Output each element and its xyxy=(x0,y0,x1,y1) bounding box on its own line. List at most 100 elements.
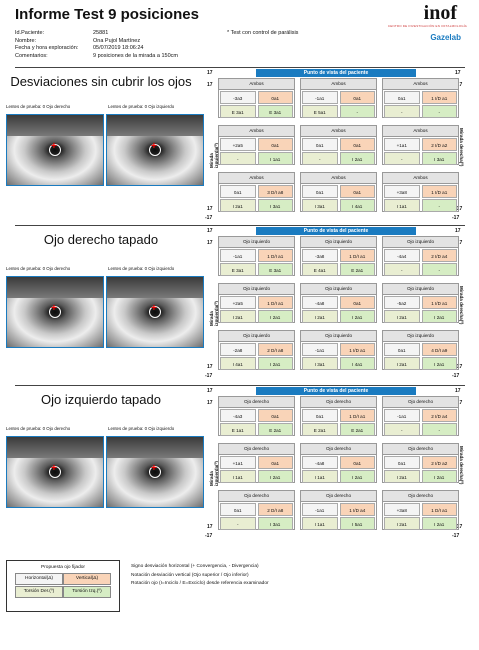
legend-torsion-izq: Torsión Izq.(º) xyxy=(63,586,111,598)
torsion-der-value: E 1a1 xyxy=(220,423,256,436)
corner-bottom-neg-right: -17 xyxy=(452,533,460,539)
horizontal-value: -1a1 xyxy=(220,249,256,262)
horizontal-value: -2a8 xyxy=(220,343,256,356)
section-divider xyxy=(15,225,465,226)
legend-vertical: Vertical(Δ) xyxy=(63,573,111,585)
cell-header: Ojo izquierdo xyxy=(383,331,458,342)
right-eye-image xyxy=(6,436,104,508)
patient-id-value: 25881 xyxy=(93,30,109,36)
torsion-der-value: I 3a1 xyxy=(302,199,338,212)
torsion-der-value: - xyxy=(384,423,420,436)
torsion-der-value: E 4a1 xyxy=(302,263,338,276)
corner-mid-left: 17 xyxy=(207,400,213,406)
horizontal-value: +3a8 xyxy=(384,503,420,516)
horizontal-value: -3a8 xyxy=(302,249,338,262)
horizontal-value: +1a1 xyxy=(384,138,420,151)
torsion-izq-value: I 2a1 xyxy=(257,357,293,370)
torsion-izq-value: I 2a1 xyxy=(339,152,375,165)
vertical-value: 2 I/D a4 xyxy=(421,409,457,422)
right-eye-image xyxy=(6,114,104,186)
torsion-der-value: I 2a1 xyxy=(384,310,420,323)
vertical-value: 3 D/I a8 xyxy=(257,185,293,198)
note-horizontal: Signo desviación horizontal (+ Convergen… xyxy=(131,564,259,569)
cell-header: Ojo izquierdo xyxy=(301,284,376,295)
legend-torsion-der: Torsión Der.(º) xyxy=(15,586,63,598)
cell-header: Ojo izquierdo xyxy=(301,237,376,248)
vertical-value: 4 D/I a9 xyxy=(421,343,457,356)
horizontal-value: -5a2 xyxy=(384,296,420,309)
patient-name-value: Ona Pujol Martínez xyxy=(93,37,141,44)
horizontal-value: -4a3 xyxy=(220,409,256,422)
cell-header: Ojo derecho xyxy=(383,491,458,502)
cell-header: Ambos xyxy=(219,126,294,137)
horizontal-value: +1a1 xyxy=(220,456,256,469)
legend-horizontal: Horizontal(Δ) xyxy=(15,573,63,585)
torsion-der-value: E 3a1 xyxy=(220,105,256,118)
vertical-value: 2 I/D a2 xyxy=(421,138,457,151)
horizontal-value: +3a8 xyxy=(384,185,420,198)
vertical-value: 2 D/I a8 xyxy=(257,503,293,516)
horizontal-value: -1a1 xyxy=(302,91,338,104)
corner-top-left: 17 xyxy=(207,228,213,234)
horizontal-value: -3a3 xyxy=(220,91,256,104)
torsion-izq-value: - xyxy=(339,105,375,118)
corner-top-left: 17 xyxy=(207,388,213,394)
torsion-der-value: I 2a1 xyxy=(384,357,420,370)
torsion-izq-value: E 2a1 xyxy=(257,423,293,436)
torsion-der-value: E 3a1 xyxy=(220,263,256,276)
horizontal-value: 0a1 xyxy=(384,91,420,104)
vertical-value: 2 I/D a4 xyxy=(421,249,457,262)
torsion-der-value: - xyxy=(384,263,420,276)
side-label-right: Mirada derecha(º) xyxy=(459,446,464,485)
patient-view-header: Punto de vista del paciente xyxy=(256,227,416,235)
left-eye-image xyxy=(106,276,204,348)
horizontal-value: 0a1 xyxy=(302,409,338,422)
side-label-right: Mirada derecha(º) xyxy=(459,128,464,167)
cell-header: Ojo izquierdo xyxy=(219,284,294,295)
cell-header: Ambos xyxy=(383,173,458,184)
cell-header: Ojo izquierdo xyxy=(219,237,294,248)
pupil-marker xyxy=(49,141,61,156)
torsion-izq-value: E 2a1 xyxy=(339,263,375,276)
note-rotation: Rotación ojo (I=Inciclo / E=Exciclo) des… xyxy=(131,581,269,586)
corner-bottom-left: 17 xyxy=(207,364,213,370)
pupil-marker xyxy=(49,303,61,318)
vertical-value: 0a1 xyxy=(257,138,293,151)
vertical-value: 1 I/D a1 xyxy=(421,185,457,198)
brand-logo: inof xyxy=(423,2,457,24)
vertical-value: 0a1 xyxy=(339,456,375,469)
left-eye-image xyxy=(106,114,204,186)
pupil-marker xyxy=(149,303,161,318)
corner-top-left: 17 xyxy=(207,70,213,76)
note-vertical: Notación desviación vertical (Ojo superi… xyxy=(131,572,249,578)
left-eye-image xyxy=(106,436,204,508)
horizontal-value: +2a5 xyxy=(220,296,256,309)
legend-box: Propuesta ojo fijador Horizontal(Δ) Vert… xyxy=(6,560,120,612)
lens-right-eye: Lentes de prueba: 0 Ojo derecho xyxy=(6,104,71,109)
torsion-izq-value: I 3a1 xyxy=(257,199,293,212)
vertical-value: 1 D/I a1 xyxy=(257,249,293,262)
vertical-value: 1 I/D a4 xyxy=(339,503,375,516)
cell-header: Ojo izquierdo xyxy=(383,284,458,295)
torsion-izq-value: I 2a1 xyxy=(339,470,375,483)
corner-bottom-neg-left: -17 xyxy=(205,215,213,221)
cell-header: Ojo izquierdo xyxy=(219,331,294,342)
corner-mid-left: 17 xyxy=(207,82,213,88)
cell-header: Ojo derecho xyxy=(301,491,376,502)
horizontal-value: 0a1 xyxy=(302,185,338,198)
torsion-der-value: I 1a1 xyxy=(302,517,338,530)
patient-name-label: Nombre: xyxy=(15,37,37,44)
torsion-der-value: I 2a1 xyxy=(302,310,338,323)
horizontal-value: 0a1 xyxy=(302,138,338,151)
